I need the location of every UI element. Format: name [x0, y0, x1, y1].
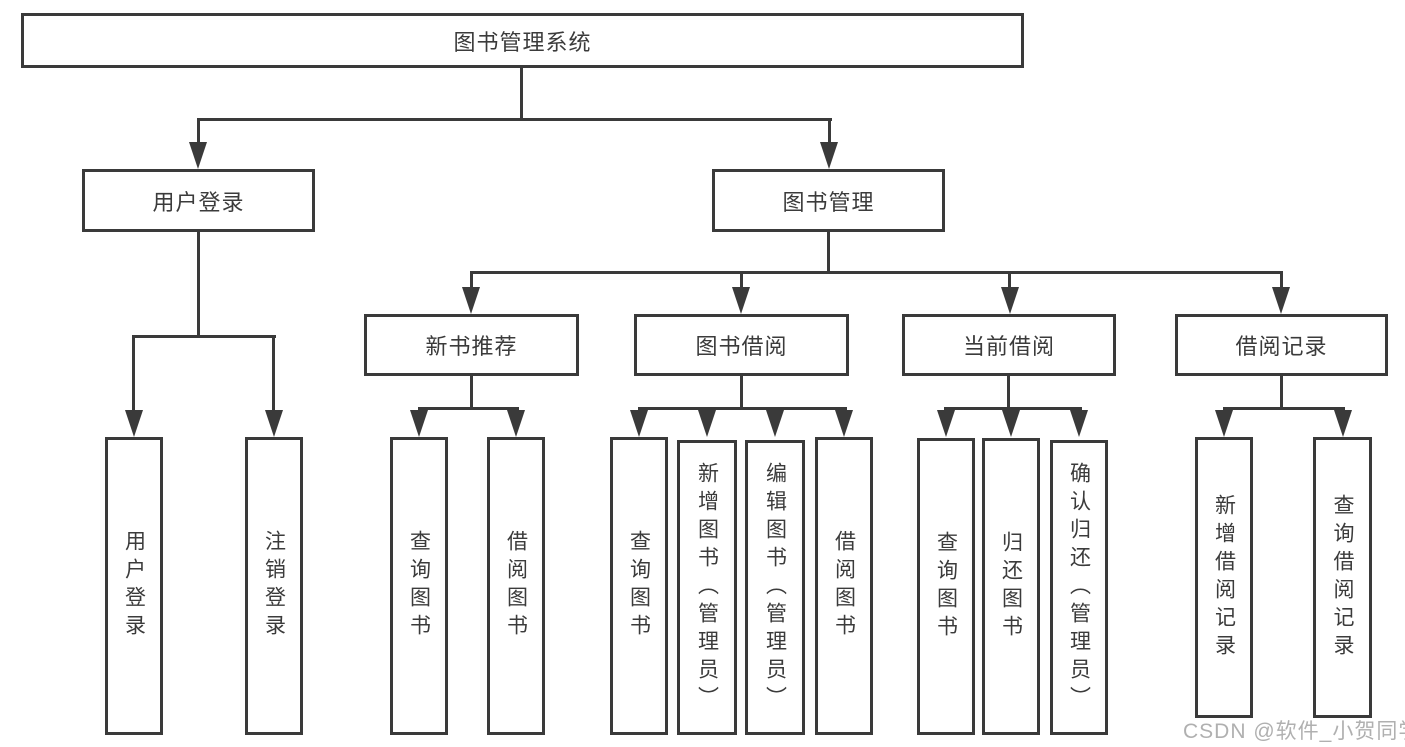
- arrow-down-icon: [698, 410, 716, 437]
- node-new-books-label: 新书推荐: [425, 334, 518, 359]
- csdn-watermark: CSDN @软件_小贺同学: [1183, 720, 1405, 743]
- connector-line: [470, 271, 1283, 274]
- arrow-down-icon: [835, 410, 853, 437]
- connector-line: [1223, 407, 1345, 410]
- arrow-down-icon: [265, 410, 283, 437]
- node-book-mgmt: 图书管理: [712, 169, 945, 232]
- arrow-down-icon: [1272, 287, 1290, 314]
- node-root-label: 图书管理系统: [453, 29, 592, 55]
- leaf-records-add-label: 新增借阅记录: [1212, 493, 1236, 662]
- leaf-newbooks-borrow-label: 借阅图书: [504, 530, 528, 642]
- leaf-newbooks-borrow: 借阅图书: [487, 437, 545, 735]
- node-book-borrow-label: 图书借阅: [695, 334, 788, 359]
- connector-line: [1280, 271, 1283, 289]
- connector-line: [944, 407, 1082, 410]
- node-borrow-records: 借阅记录: [1175, 314, 1388, 376]
- arrow-down-icon: [125, 410, 143, 437]
- arrow-down-icon: [937, 410, 955, 437]
- connector-line: [827, 232, 830, 273]
- leaf-login-label: 用户登录: [122, 530, 146, 642]
- connector-line: [197, 232, 200, 338]
- leaf-records-query: 查询借阅记录: [1313, 437, 1372, 718]
- arrow-down-icon: [410, 410, 428, 437]
- arrow-down-icon: [766, 410, 784, 437]
- connector-line: [520, 68, 523, 119]
- node-root: 图书管理系统: [21, 13, 1024, 68]
- node-current-borrow-label: 当前借阅: [962, 334, 1055, 359]
- arrow-down-icon: [732, 287, 750, 314]
- connector-line: [470, 376, 473, 409]
- connector-line: [740, 376, 743, 409]
- arrow-down-icon: [1001, 287, 1019, 314]
- leaf-bookborrow-borrow: 借阅图书: [815, 437, 873, 735]
- leaf-currentborrow-return: 归还图书: [982, 438, 1040, 735]
- leaf-newbooks-query: 查询图书: [390, 437, 448, 735]
- leaf-logout: 注销登录: [245, 437, 303, 735]
- leaf-currentborrow-return-label: 归还图书: [999, 530, 1023, 643]
- connector-line: [132, 335, 135, 412]
- node-current-borrow: 当前借阅: [902, 314, 1116, 376]
- connector-line: [828, 118, 831, 144]
- leaf-currentborrow-confirm-label: 确认归还（管理员）: [1067, 461, 1091, 714]
- arrow-down-icon: [189, 142, 207, 169]
- node-book-mgmt-label: 图书管理: [782, 189, 875, 215]
- connector-line: [418, 407, 519, 410]
- leaf-currentborrow-confirm: 确认归还（管理员）: [1050, 440, 1108, 735]
- leaf-records-add: 新增借阅记录: [1195, 437, 1253, 718]
- connector-line: [1007, 376, 1010, 409]
- node-borrow-records-label: 借阅记录: [1235, 334, 1328, 359]
- arrow-down-icon: [507, 410, 525, 437]
- connector-line: [1008, 271, 1011, 289]
- leaf-records-query-label: 查询借阅记录: [1331, 493, 1354, 662]
- node-new-books: 新书推荐: [364, 314, 579, 376]
- connector-line: [272, 335, 275, 412]
- leaf-bookborrow-add: 新增图书（管理员）: [677, 440, 737, 735]
- leaf-bookborrow-query-label: 查询图书: [627, 530, 651, 642]
- leaf-bookborrow-add-label: 新增图书（管理员）: [695, 461, 719, 714]
- connector-line: [638, 407, 847, 410]
- leaf-newbooks-query-label: 查询图书: [407, 530, 431, 642]
- connector-line: [740, 271, 743, 289]
- arrow-down-icon: [630, 410, 648, 437]
- leaf-bookborrow-query: 查询图书: [610, 437, 668, 735]
- arrow-down-icon: [1070, 410, 1088, 437]
- node-book-borrow: 图书借阅: [634, 314, 849, 376]
- leaf-bookborrow-edit-label: 编辑图书（管理员）: [763, 461, 787, 714]
- leaf-bookborrow-edit: 编辑图书（管理员）: [745, 440, 805, 735]
- arrow-down-icon: [1002, 410, 1020, 437]
- connector-line: [470, 271, 473, 289]
- arrow-down-icon: [462, 287, 480, 314]
- connector-line: [132, 335, 276, 338]
- leaf-currentborrow-query: 查询图书: [917, 438, 975, 735]
- arrow-down-icon: [1215, 410, 1233, 437]
- arrow-down-icon: [1334, 410, 1352, 437]
- arrow-down-icon: [820, 142, 838, 169]
- leaf-login: 用户登录: [105, 437, 163, 735]
- connector-line: [197, 118, 200, 144]
- leaf-currentborrow-query-label: 查询图书: [934, 530, 958, 643]
- connector-line: [197, 118, 832, 121]
- node-user-login-label: 用户登录: [152, 189, 245, 215]
- leaf-logout-label: 注销登录: [262, 530, 286, 642]
- connector-line: [1280, 376, 1283, 409]
- leaf-bookborrow-borrow-label: 借阅图书: [832, 530, 856, 642]
- node-user-login: 用户登录: [82, 169, 315, 232]
